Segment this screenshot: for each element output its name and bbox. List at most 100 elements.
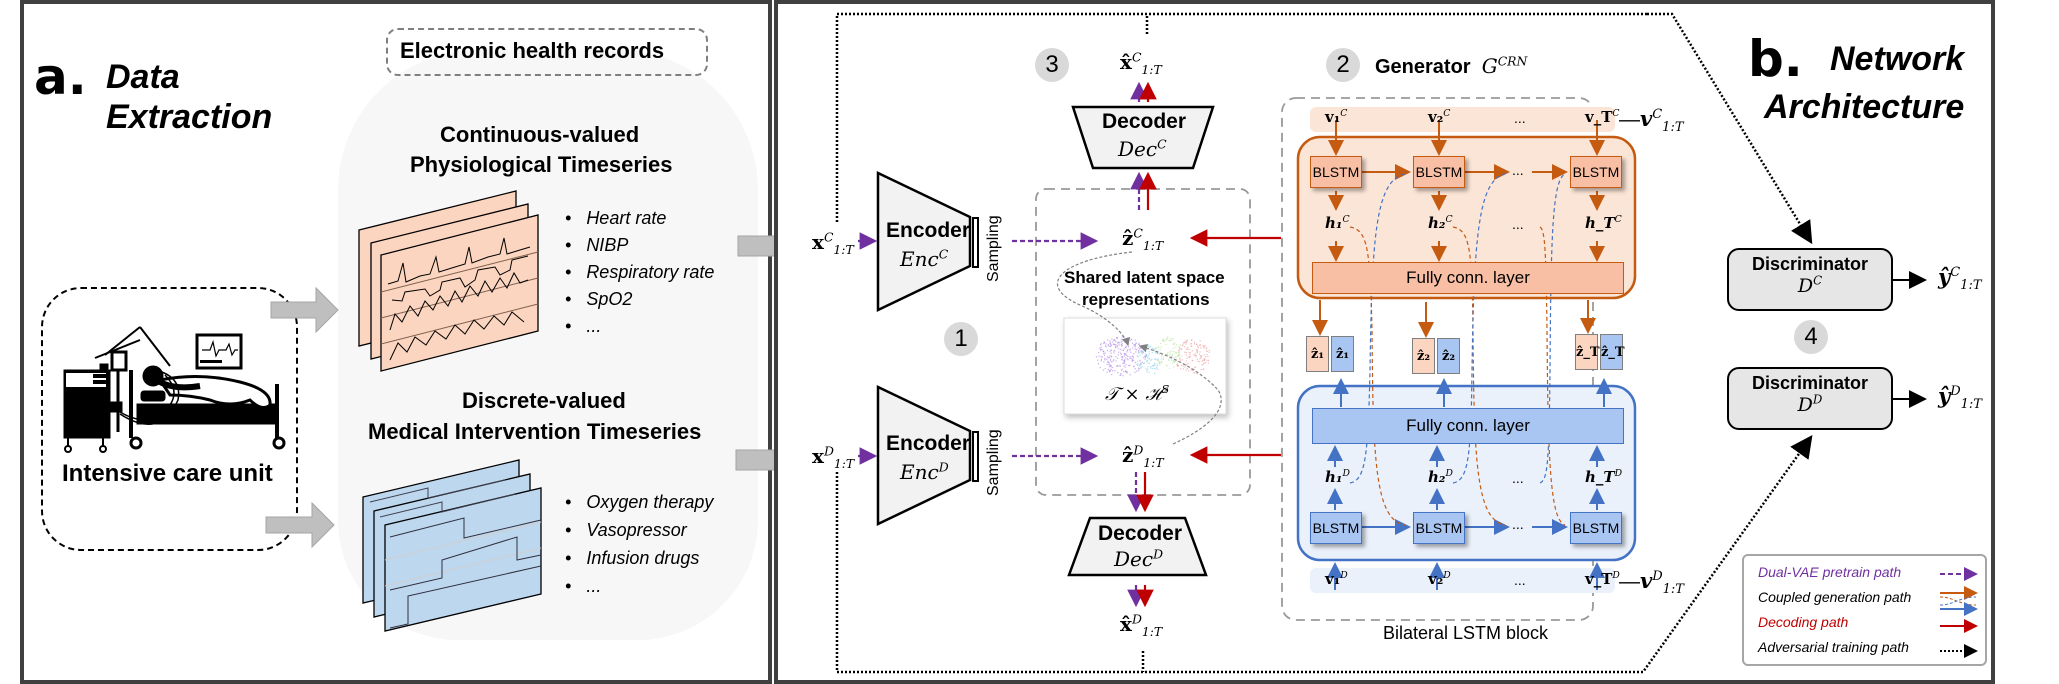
legend-item-pretrain: Dual-VAE pretrain path [1758, 564, 1902, 580]
scatter-point [1208, 351, 1210, 353]
scatter-point [1132, 356, 1135, 358]
scatter-point [1117, 354, 1119, 356]
h-c-T: h_TC [1585, 214, 1622, 232]
continuous-title-line1: Continuous-valued [440, 122, 640, 147]
scatter-point [1197, 346, 1199, 349]
step-3-badge: 3 [1035, 48, 1069, 82]
scatter-point [1204, 345, 1206, 347]
scatter-point [1138, 351, 1140, 354]
scatter-point [1124, 346, 1127, 349]
scatter-point [1193, 372, 1195, 374]
scatter-point [1112, 360, 1114, 362]
scatter-point [1118, 348, 1120, 350]
list-item: • Heart rate [565, 208, 667, 228]
scatter-point [1109, 358, 1112, 360]
scatter-point [1189, 356, 1192, 358]
scatter-point [1186, 364, 1188, 366]
list-item: • ... [565, 316, 602, 336]
scatter-point [1169, 338, 1171, 340]
scatter-point [1174, 356, 1176, 358]
scatter-point [1118, 351, 1120, 353]
z-c-2: ẑ₂ [1412, 338, 1435, 374]
scatter-point [1141, 351, 1144, 353]
scatter-point [1137, 369, 1140, 371]
scatter-point [1110, 368, 1112, 370]
scatter-point [1207, 362, 1210, 364]
scatter-point [1121, 340, 1123, 342]
scatter-point [1203, 354, 1205, 356]
scatter-point [1154, 358, 1156, 360]
scatter-point [1146, 369, 1148, 372]
scatter-point [1122, 356, 1124, 358]
scatter-point [1182, 344, 1184, 346]
scatter-point [1203, 368, 1205, 370]
scatter-point [1119, 374, 1121, 376]
scatter-point [1105, 343, 1107, 345]
arrow-icu-to-continuous [270, 286, 339, 334]
scatter-point [1107, 339, 1109, 341]
scatter-point [1206, 350, 1208, 352]
scatter-point [1139, 354, 1141, 356]
scatter-point [1130, 351, 1132, 353]
legend: Dual-VAE pretrain path Coupled generatio… [1742, 554, 1987, 666]
scatter-point [1201, 364, 1203, 366]
scatter-point [1132, 359, 1134, 361]
recon-c-label: x̂C1:T [1120, 49, 1162, 77]
scatter-point [1148, 371, 1150, 373]
scatter-point [1178, 351, 1180, 353]
scatter-point [1104, 357, 1106, 360]
scatter-point [1103, 361, 1105, 363]
blstm-d-1: BLSTM [1310, 512, 1362, 544]
scatter-point [1162, 358, 1164, 361]
scatter-point [1137, 363, 1139, 365]
scatter-point [1202, 363, 1204, 365]
scatter-point [1114, 370, 1116, 372]
panel-a-letter: a. [34, 48, 87, 106]
encoder-c-shape [876, 171, 972, 312]
v-d-ellipsis: ... [1514, 572, 1526, 588]
scatter-point [1100, 346, 1102, 348]
scatter-point [1108, 356, 1111, 359]
scatter-point [1140, 346, 1142, 349]
sampling-label-c: Sampling [985, 215, 1002, 282]
scatter-point [1107, 360, 1109, 362]
scatter-point [1188, 356, 1190, 359]
scatter-point [1185, 360, 1187, 362]
decoder-c-symbol: DecC [1118, 136, 1167, 161]
scatter-point [1189, 354, 1191, 356]
scatter-point [1141, 366, 1143, 368]
scatter-point [1134, 343, 1136, 346]
scatter-point [1107, 361, 1109, 364]
scatter-point [1133, 365, 1135, 367]
scatter-point [1162, 339, 1164, 342]
scatter-point [1169, 353, 1171, 355]
encoder-d-label: Encoder [886, 432, 971, 455]
scatter-point [1095, 356, 1097, 358]
scatter-point [1177, 364, 1180, 366]
scatter-point [1142, 349, 1144, 351]
continuous-title-line2: Physiological Timeseries [410, 152, 673, 177]
scatter-point [1134, 361, 1136, 364]
scatter-point [1154, 372, 1156, 374]
scatter-point [1110, 349, 1112, 351]
scatter-point [1098, 355, 1100, 357]
h-c-2: h₂C [1428, 214, 1453, 232]
scatter-point [1138, 350, 1140, 352]
scatter-point [1185, 354, 1188, 356]
scatter-point [1167, 352, 1169, 354]
scatter-point [1173, 361, 1175, 363]
scatter-point [1144, 356, 1147, 358]
scatter-point [1151, 347, 1153, 349]
scatter-point [1126, 351, 1128, 353]
panel-b-letter: b. [1748, 30, 1803, 88]
scatter-point [1122, 362, 1124, 364]
scatter-point [1130, 338, 1133, 341]
scatter-point [1110, 356, 1113, 358]
scatter-point [1131, 360, 1133, 362]
scatter-point [1169, 340, 1171, 342]
scatter-point [1113, 359, 1115, 361]
scatter-point [1107, 344, 1109, 346]
latent-c-label: ẑC1:T [1122, 225, 1164, 253]
scatter-point [1120, 356, 1123, 358]
scatter-point [1104, 352, 1106, 354]
